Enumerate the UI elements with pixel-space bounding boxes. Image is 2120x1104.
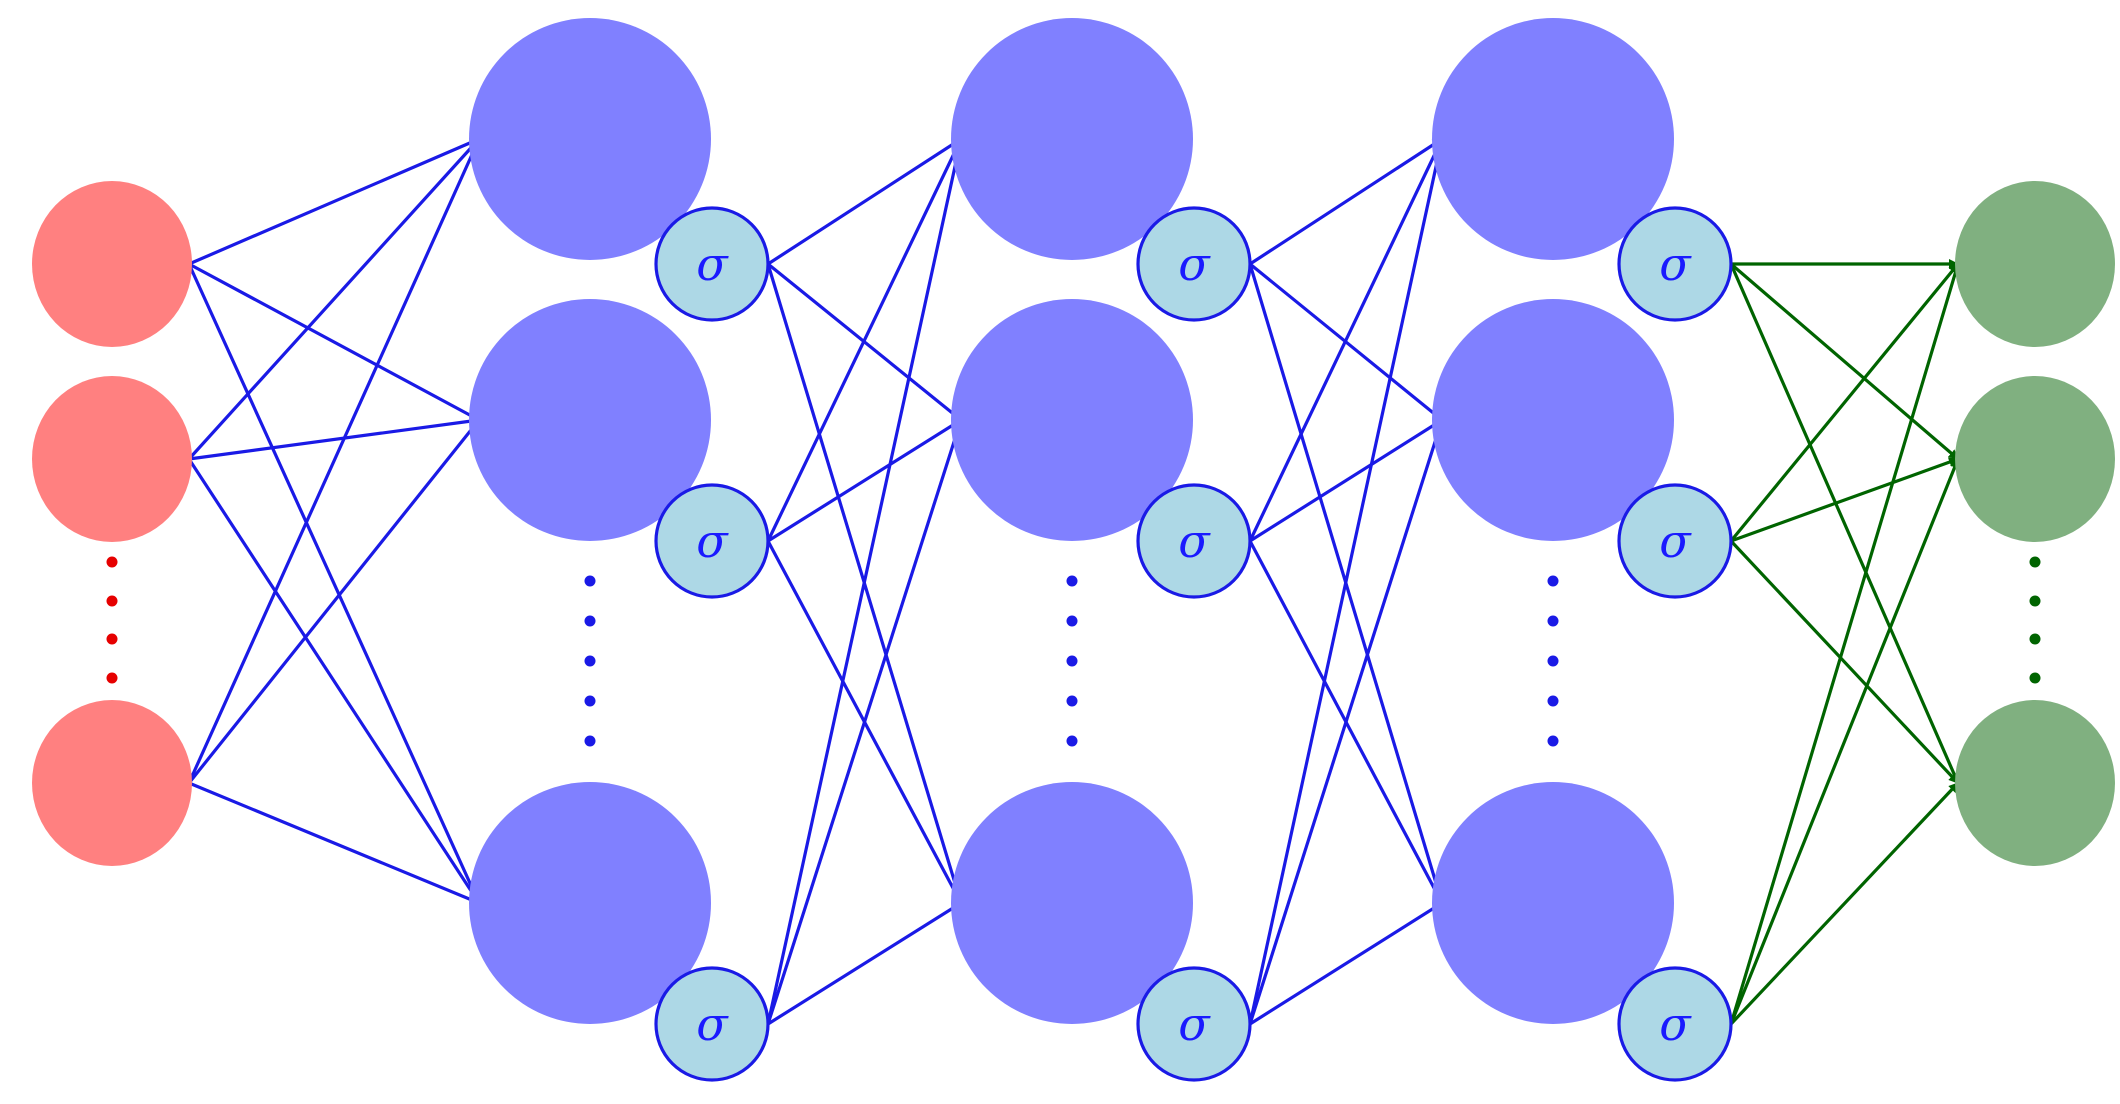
- connection-arrow: [1729, 263, 1960, 784]
- activation-symbol: σ: [1659, 514, 1692, 568]
- activation-symbol: σ: [1659, 237, 1692, 291]
- hidden-ellipsis-dot: [1547, 655, 1559, 667]
- hidden-ellipsis-dot: [584, 615, 596, 627]
- hidden-ellipsis-dot: [1066, 655, 1078, 667]
- input-ellipsis-dot: [106, 672, 118, 684]
- connection-arrow: [188, 781, 480, 905]
- input-ellipsis-dot: [106, 595, 118, 607]
- input-node: [32, 376, 192, 542]
- hidden-ellipsis-dot: [1066, 615, 1078, 627]
- connection-arrow: [767, 418, 962, 543]
- connection-arrow: [1729, 262, 1960, 543]
- activation-symbol: σ: [1178, 514, 1211, 568]
- connection-arrow: [1249, 418, 1443, 543]
- activation-node: [654, 206, 770, 322]
- connection-arrow: [1249, 901, 1443, 1026]
- output-node: [1955, 181, 2115, 347]
- activation-symbol: σ: [696, 997, 729, 1051]
- network-nodes: σ σ σ σ σ σ σ σ σ: [32, 18, 2115, 1082]
- output-ellipsis-dot: [2029, 672, 2041, 684]
- input-node: [32, 181, 192, 347]
- output-ellipsis-dot: [2029, 556, 2041, 568]
- output-ellipsis-dot: [2029, 633, 2041, 645]
- connection-arrow: [766, 138, 963, 542]
- connection-arrow: [188, 416, 480, 461]
- activation-symbol: σ: [1178, 997, 1211, 1051]
- activation-node: [1617, 483, 1733, 599]
- activation-node: [1617, 966, 1733, 1082]
- connection-arrow: [1729, 781, 1960, 1026]
- hidden-ellipsis-dot: [1547, 575, 1559, 587]
- hidden-neuron: [469, 299, 711, 541]
- hidden-ellipsis-dot: [1066, 735, 1078, 747]
- hidden-ellipsis-dot: [1547, 695, 1559, 707]
- output-ellipsis-dot: [2029, 595, 2041, 607]
- output-node: [1955, 700, 2115, 866]
- connection-arrow: [1729, 263, 1961, 1025]
- connection-arrow: [1249, 137, 1443, 266]
- connection-arrow: [187, 138, 481, 784]
- activation-node: [1136, 966, 1252, 1082]
- connection-arrow: [766, 419, 964, 1025]
- hidden-neuron: [951, 18, 1193, 260]
- connection-arrow: [767, 901, 962, 1026]
- activation-node: [1617, 206, 1733, 322]
- activation-node: [654, 483, 770, 599]
- activation-node: [654, 966, 770, 1082]
- connection-arrow: [1248, 419, 1445, 1025]
- input-ellipsis-dot: [106, 556, 118, 568]
- connection-arrow: [187, 137, 481, 461]
- hidden-neuron: [951, 299, 1193, 541]
- hidden-neuron: [1432, 299, 1674, 541]
- hidden-ellipsis-dot: [1066, 695, 1078, 707]
- connection-arrow: [188, 137, 480, 266]
- connection-edges: [187, 137, 1961, 1026]
- hidden-ellipsis-dot: [584, 655, 596, 667]
- activation-symbol: σ: [1178, 237, 1211, 291]
- hidden-ellipsis-dot: [584, 575, 596, 587]
- activation-symbol: σ: [696, 237, 729, 291]
- connection-arrow: [1248, 138, 1444, 542]
- connection-arrow: [1730, 457, 1959, 543]
- connection-arrow: [1729, 539, 1960, 785]
- activation-symbol: σ: [1659, 997, 1692, 1051]
- hidden-ellipsis-dot: [584, 735, 596, 747]
- connection-arrow: [187, 419, 481, 784]
- hidden-ellipsis-dot: [1066, 575, 1078, 587]
- hidden-neuron: [951, 782, 1193, 1024]
- activation-symbol: σ: [696, 514, 729, 568]
- connection-arrow: [187, 458, 481, 904]
- hidden-ellipsis-dot: [1547, 615, 1559, 627]
- hidden-ellipsis-dot: [1547, 735, 1559, 747]
- connection-arrow: [1248, 138, 1445, 1025]
- connection-arrow: [767, 137, 962, 266]
- connection-arrow: [766, 138, 964, 1025]
- connection-arrow: [187, 263, 481, 904]
- hidden-neuron: [469, 782, 711, 1024]
- hidden-neuron: [469, 18, 711, 260]
- input-ellipsis-dot: [106, 633, 118, 645]
- input-node: [32, 700, 192, 866]
- connection-arrow: [1729, 458, 1960, 1025]
- hidden-ellipsis-dot: [584, 695, 596, 707]
- connection-arrow: [188, 262, 480, 422]
- activation-node: [1136, 483, 1252, 599]
- output-node: [1955, 376, 2115, 542]
- hidden-neuron: [1432, 782, 1674, 1024]
- connection-arrow: [1729, 262, 1960, 461]
- activation-node: [1136, 206, 1252, 322]
- hidden-neuron: [1432, 18, 1674, 260]
